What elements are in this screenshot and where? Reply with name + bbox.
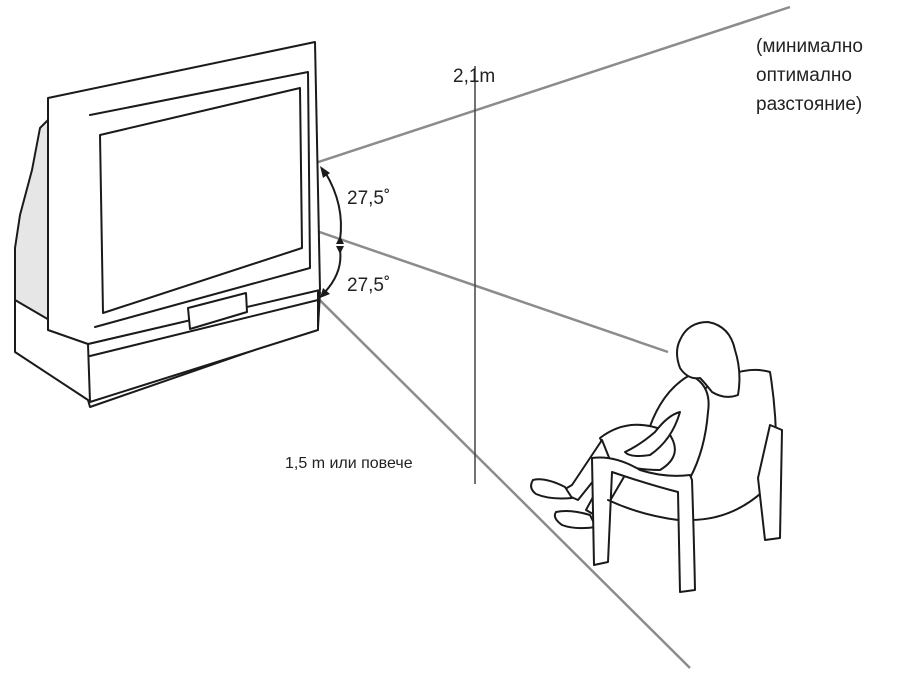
chair-seat bbox=[607, 499, 679, 521]
viewer-in-armchair bbox=[530, 321, 783, 593]
viewer-foot-1 bbox=[530, 478, 573, 500]
chair-leg-back bbox=[757, 424, 783, 541]
lower-arrowhead bbox=[320, 288, 330, 298]
viewer-head bbox=[676, 321, 741, 398]
optimal-note-line-1: (минимално bbox=[756, 36, 863, 57]
viewer-arm bbox=[624, 411, 681, 457]
tv-bezel-inner bbox=[89, 71, 311, 328]
viewer-foot-2 bbox=[553, 510, 597, 530]
optimal-note-line-2: оптимално bbox=[756, 65, 852, 86]
tv-screen bbox=[99, 87, 303, 314]
optimal-note-line-3: разстояние) bbox=[756, 94, 862, 115]
lower-angle-arc bbox=[324, 249, 342, 293]
tv-set bbox=[14, 41, 321, 408]
mid-arrowhead-up bbox=[336, 236, 344, 244]
min-distance-label: 1,5 m или повече bbox=[285, 455, 413, 472]
upper-angle-arc bbox=[324, 171, 342, 241]
optimal-distance-label: 2,1m bbox=[453, 66, 495, 87]
mid-arrowhead-down bbox=[336, 246, 344, 254]
chair-armrest bbox=[591, 456, 696, 593]
upper-angle-label: 27,5˚ bbox=[347, 188, 390, 209]
lower-angle-label: 27,5˚ bbox=[347, 275, 390, 296]
tv-cabinet-shelf bbox=[89, 299, 319, 357]
upper-arrowhead bbox=[320, 166, 330, 178]
angle-arrows bbox=[320, 166, 344, 298]
tv-control-panel bbox=[187, 292, 248, 330]
